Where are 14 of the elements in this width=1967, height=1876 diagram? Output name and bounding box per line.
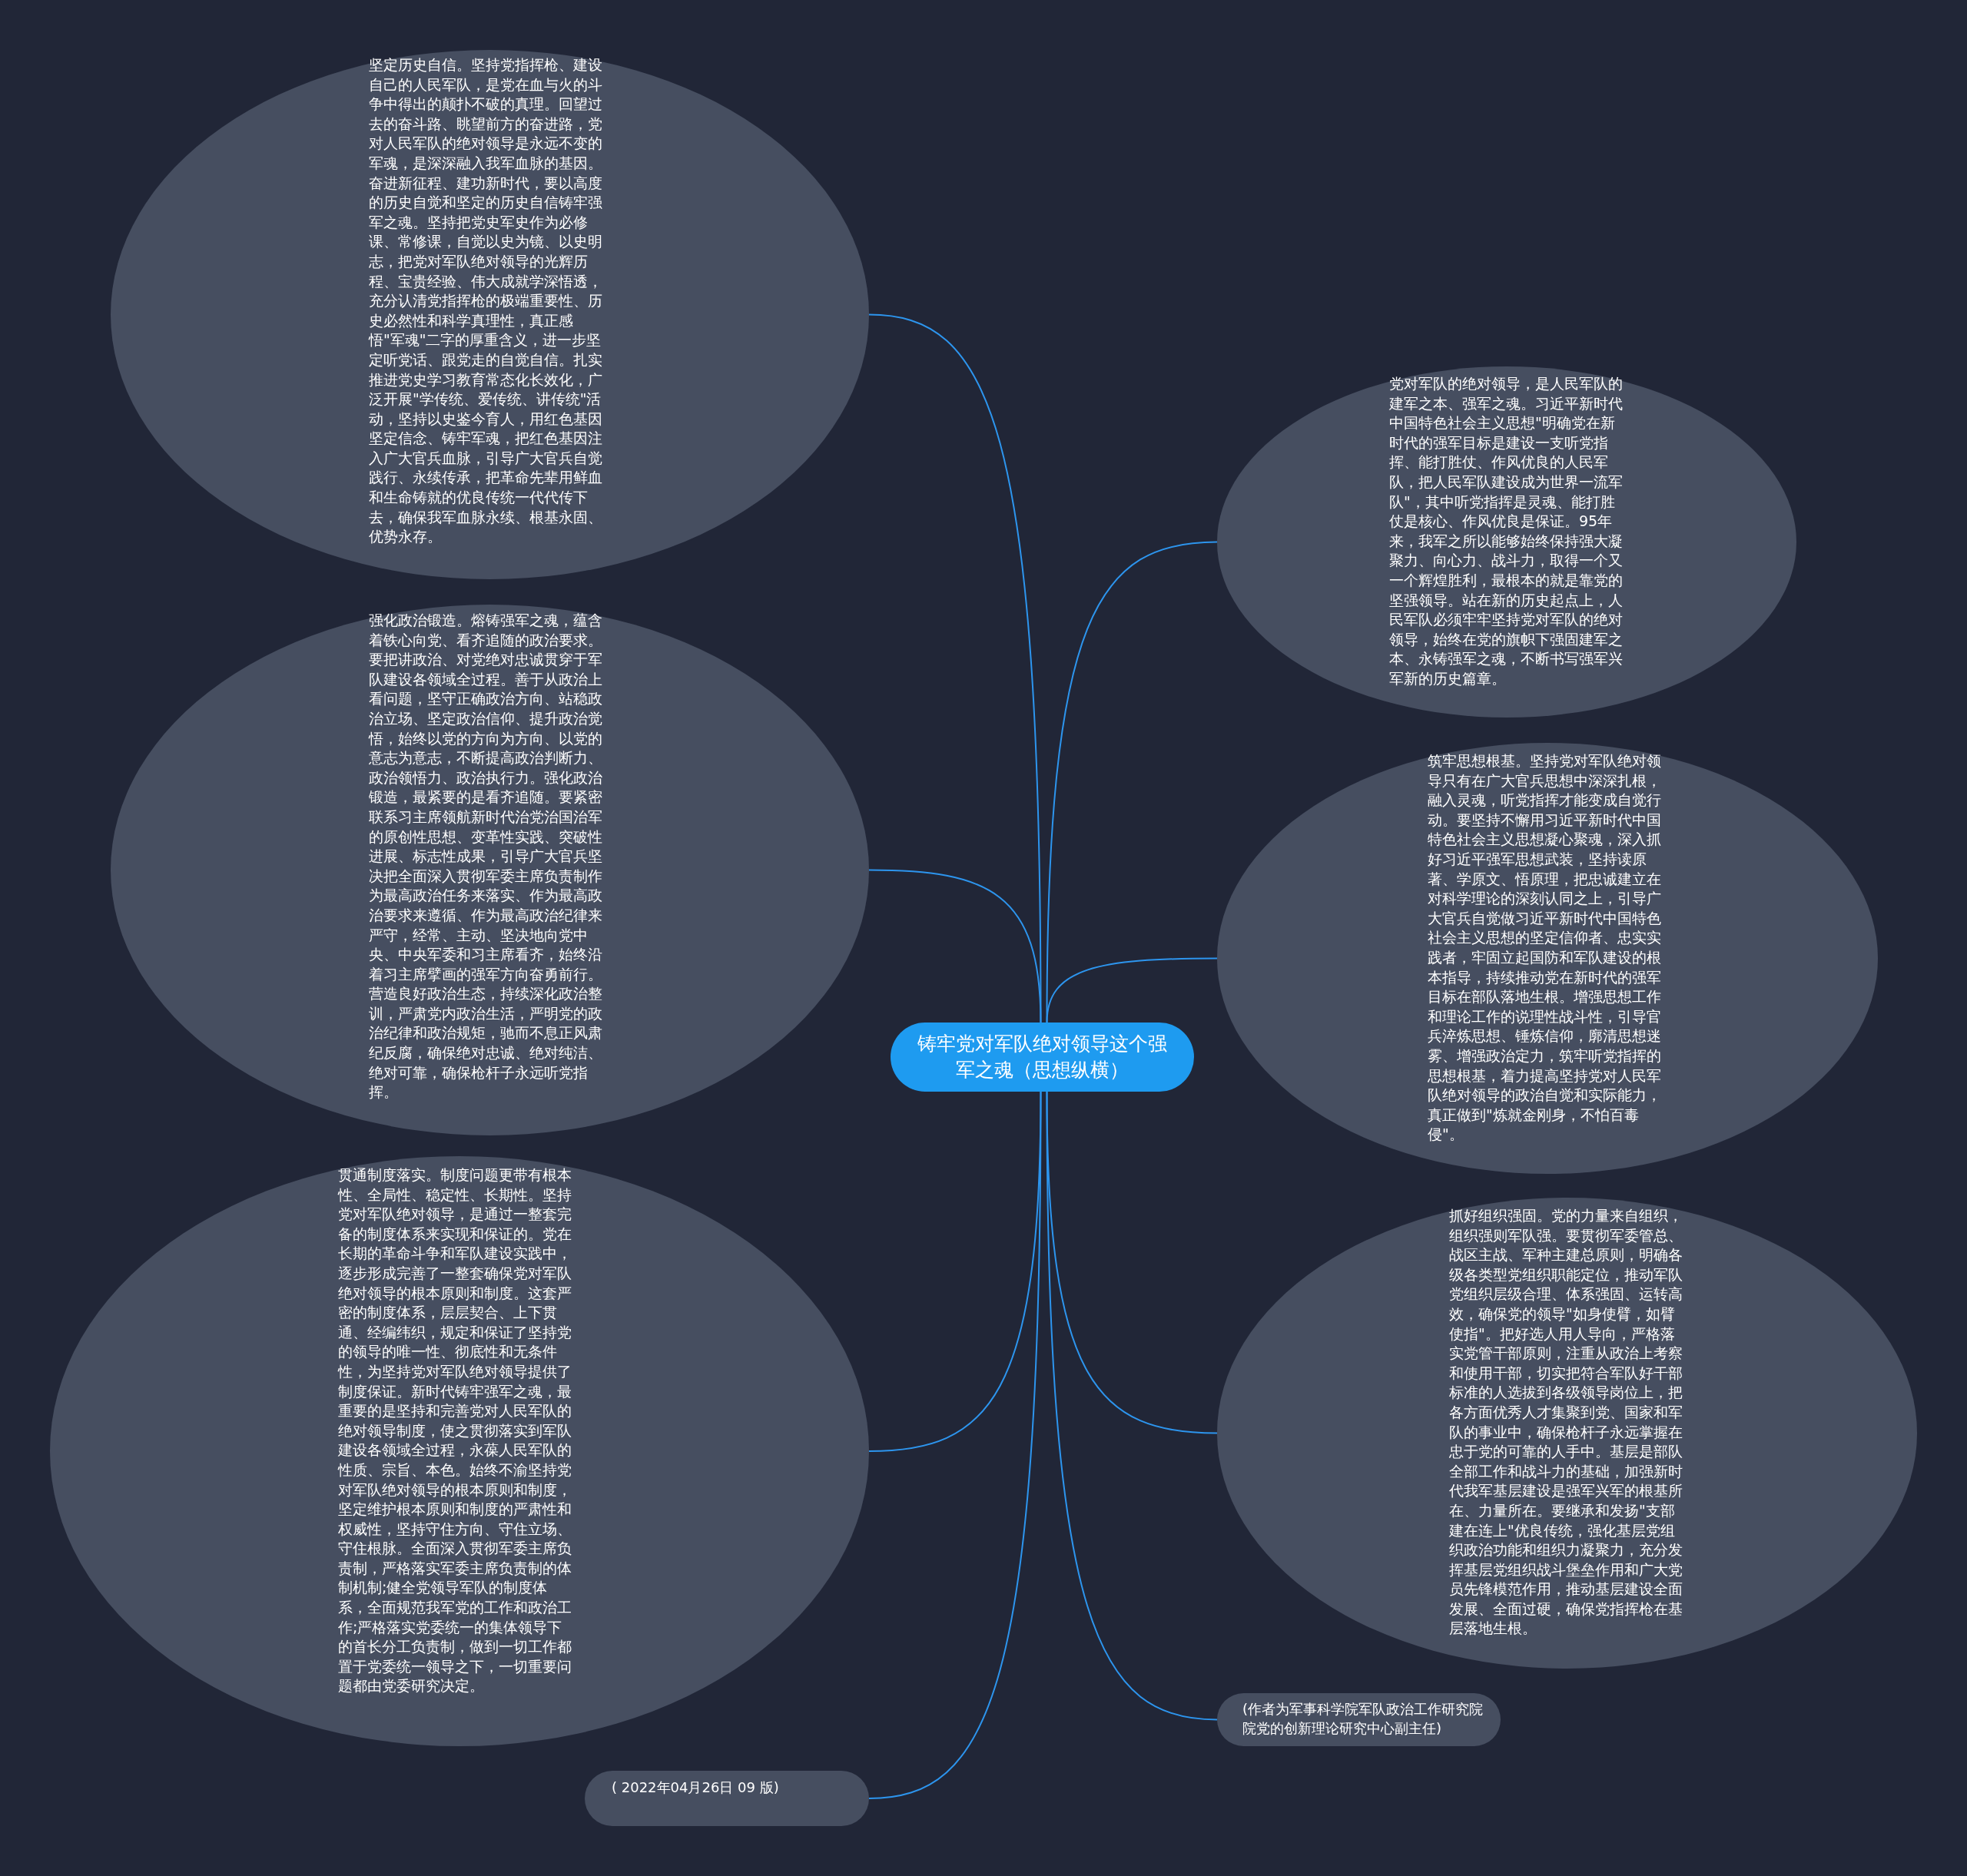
note-text: (作者为军事科学院军队政治工作研究院院党的创新理论研究中心副主任) [1242, 1700, 1484, 1738]
connector-line [868, 869, 1042, 1023]
connector-line [1046, 1091, 1218, 1721]
note-text: ( 2022年04月26日 09 版) [612, 1778, 780, 1797]
paragraph-text: 坚定历史自信。坚持党指挥枪、建设自己的人民军队，是党在血与火的斗争中得出的颠扑不破的真理。回望过去的奋斗路、眺望前方的奋进路，党对人民军队的绝对领导是永远不变的军魂，是深深融入我军血脉的基因。奋进新征程、建功新时代，要以高度的历史自觉和坚定的历史自信铸牢强军之魂。坚持把党史军史作为必修课、常修课，自觉以史为镜、以史明志，把党对军队绝对领导的光辉历程、宝贵经验、伟大成就学深悟透，充分认清党指挥枪的极端重要性、历史必然性和科学真理性，真正感悟"军魂"二字的厚重含义，进一步坚定听党话、跟党走的自觉自信。扎实推进党史学习教育常态化长效化，广泛开展"学传统、爱传统、讲传统"活动，坚持以史鉴今育人，用红色基因坚定信念、铸牢军魂，把红色基因注入广大官兵血脉，引导广大官兵自觉践行、永续传承，把革命先辈用鲜血和生命铸就的优良传统一代代传下去，确保我军血脉永续、根基永固、优势永存。 [369, 55, 603, 547]
connector-line [1046, 957, 1218, 1023]
paragraph-text: 筑牢思想根基。坚持党对军队绝对领导只有在广大官兵思想中深深扎根，融入灵魂，听党指挥才能变成自觉行动。要坚持不懈用习近平新时代中国特色社会主义思想凝心聚魂，深入抓好习近平强军思想武装，坚持读原著、学原文、悟原理，把忠诚建立在对科学理论的深刻认同之上，引导广大官兵自觉做习近平新时代中国特色社会主义思想的坚定信仰者、忠实实践者，牢固立起国防和军队建设的根本指导，持续推动党在新时代的强军目标在部队落地生根。增强思想工作和理论工作的说理性战斗性，引导官兵淬炼思想、锤炼信仰，廓清思想迷雾、增强政治定力，筑牢听党指挥的思想根基，着力提高坚持党对人民军队绝对领导的政治自觉和实际能力，真正做到"炼就金刚身，不怕百毒侵"。 [1428, 751, 1662, 1145]
paragraph-text: 党对军队的绝对领导，是人民军队的建军之本、强军之魂。习近平新时代中国特色社会主义思想"明确党在新时代的强军目标是建设一支听党指挥、能打胜仗、作风优良的人民军队，把人民军队建设成为世界一流军队"，其中听党指挥是灵魂、能打胜仗是核心、作风优良是保证。95年来，我军之所以能够始终保持强大凝聚力、向心力、战斗力，取得一个又一个辉煌胜利，最根本的就是靠党的坚强领导。站在新的历史起点上，人民军队必须牢牢坚持党对军队的绝对领导，始终在党的旗帜下强固建军之本、永铸强军之魂，不断书写强军兴军新的历史篇章。 [1389, 374, 1624, 688]
paragraph-text: 强化政治锻造。熔铸强军之魂，蕴含着铁心向党、看齐追随的政治要求。要把讲政治、对党绝对忠诚贯穿于军队建设各领域全过程。善于从政治上看问题，坚守正确政治方向、站稳政治立场、坚定政治信仰、提升政治觉悟，始终以党的方向为方向、以党的意志为意志，不断提高政治判断力、政治领悟力、政治执行力。强化政治锻造，最紧要的是看齐追随。要紧密联系习主席领航新时代治党治国治军的原创性思想、变革性实践、突破性进展、标志性成果，引导广大官兵坚决把全面深入贯彻军委主席负责制作为最高政治任务来落实、作为最高政治要求来遵循、作为最高政治纪律来严守，经常、主动、坚决地向党中央、中央军委和习主席看齐，始终沿着习主席擘画的强军方向奋勇前行。营造良好政治生态，持续深化政治整训，严肃党内政治生活，严明党的政治纪律和政治规矩，驰而不息正风肃纪反腐，确保绝对忠诚、绝对纯洁、绝对可靠，确保枪杆子永远听党指挥。 [369, 611, 603, 1102]
paragraph-text: 贯通制度落实。制度问题更带有根本性、全局性、稳定性、长期性。坚持党对军队绝对领导，是通过一整套完备的制度体系来实现和保证的。党在长期的革命斗争和军队建设实践中，逐步形成完善了一整套确保党对军队绝对领导的根本原则和制度。这套严密的制度体系，层层契合、上下贯通、经编纬织，规定和保证了坚持党的领导的唯一性、彻底性和无条件性，为坚持党对军队绝对领导提供了制度保证。新时代铸牢强军之魂，最重要的是坚持和完善党对人民军队的绝对领导制度，使之贯彻落实到军队建设各领域全过程，永葆人民军队的性质、宗旨、本色。始终不渝坚持党对军队绝对领导的根本原则和制度，坚定维护根本原则和制度的严肃性和权威性，坚持守住方向、守住立场、守住根脉。全面深入贯彻军委主席负责制，严格落实军委主席负责制的体制机制;健全党领导军队的制度体系，全面规范我军党的工作和政治工作;严格落实党委统一的集体领导下的首长分工负责制，做到一切工作都置于党委统一领导之下，一切重要问题都由党委研究决定。 [338, 1165, 572, 1696]
connector-line [1046, 541, 1218, 1023]
connector-line [868, 1091, 1042, 1799]
topic-title: 铸牢党对军队绝对领导这个强军之魂（思想纵横） [917, 1032, 1168, 1082]
paragraph-text: 抓好组织强固。党的力量来自组织，组织强则军队强。要贯彻军委管总、战区主战、军种主建总原则，明确各级各类型党组织职能定位，推动军队党组织层级合理、体系强固、运转高效，确保党的领导"如身使臂，如臂使指"。把好选人用人导向，严格落实党管干部原则，注重从政治上考察和使用干部，切实把符合军队好干部标准的人选拔到各级领导岗位上，把各方面优秀人才集聚到党、国家和军队的事业中，确保枪杆子永远掌握在忠于党的可靠的人手中。基层是部队全部工作和战斗力的基础，加强新时代我军基层建设是强军兴军的根基所在、力量所在。要继承和发扬"支部建在连上"优良传统，强化基层党组织政治功能和组织力凝聚力，充分发挥基层党组织战斗堡垒作用和广大党员先锋模范作用，推动基层建设全面发展、全面过硬，确保党指挥枪在基层落地生根。 [1449, 1206, 1683, 1639]
